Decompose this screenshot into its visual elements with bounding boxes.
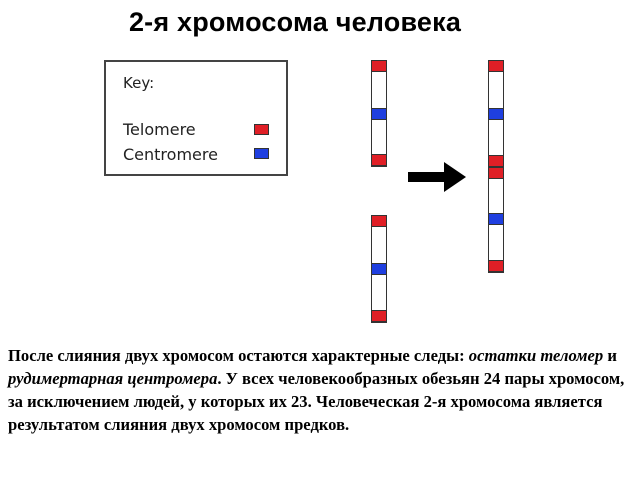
right-arrow-icon: [408, 162, 466, 192]
telomere-band: [488, 260, 504, 272]
legend-box: Key: Telomere Centromere: [104, 60, 288, 176]
legend-heading: Key:: [123, 74, 155, 92]
legend-label-centromere: Centromere: [123, 145, 218, 164]
telomere-band: [371, 60, 387, 72]
legend-label-telomere: Telomere: [123, 120, 196, 139]
ancestral-chromosome-1: [371, 60, 387, 167]
human-chromosome-2: [488, 60, 504, 273]
description-part: После слияния двух хромосом остаются хар…: [8, 346, 469, 365]
centromere-band: [371, 263, 387, 275]
centromere-band: [488, 108, 504, 120]
description-part: . У всех человекообразных обезьян 24 пар…: [8, 369, 625, 434]
vestigial-telomere-band: [488, 155, 504, 167]
legend-swatch-telomere: [254, 124, 269, 135]
telomere-band: [371, 154, 387, 166]
telomere-band: [371, 215, 387, 227]
description-emphasis-telomeres: остатки теломер: [468, 346, 604, 365]
legend-swatch-centromere: [254, 148, 269, 159]
telomere-band: [488, 60, 504, 72]
description-part: и: [603, 346, 617, 365]
description-text: После слияния двух хромосом остаются хар…: [8, 344, 636, 436]
centromere-band: [371, 108, 387, 120]
page-title: 2-я хромосома человека: [128, 7, 462, 37]
vestigial-telomere-band: [488, 167, 504, 179]
description-emphasis-centromere: рудимертарная центромера: [8, 369, 218, 388]
vestigial-centromere-band: [488, 213, 504, 225]
ancestral-chromosome-2: [371, 215, 387, 323]
telomere-band: [371, 310, 387, 322]
